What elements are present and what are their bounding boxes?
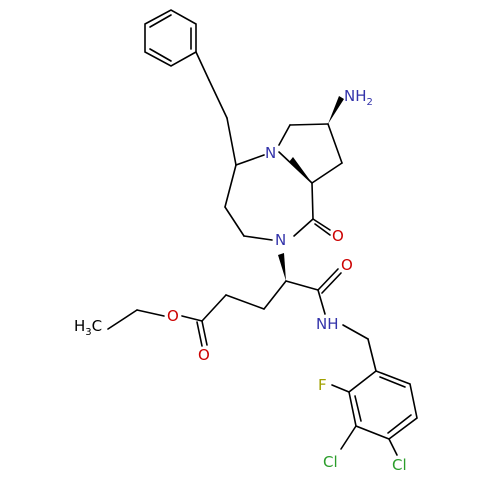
phenethyl-chain <box>195 51 237 166</box>
fluorine-bond <box>331 384 350 393</box>
methyl-label: H3C <box>74 317 102 338</box>
fluorine-label: F <box>318 376 327 394</box>
amide-nh-label: NH <box>316 315 339 333</box>
ester-oxygen-label: O <box>167 307 179 325</box>
ester-side-chain <box>107 280 287 347</box>
pyrrolidine-ring <box>278 123 343 184</box>
chlorine-label-2: Cl <box>392 456 407 474</box>
chlorine-bond-2 <box>388 438 398 456</box>
benzyl-link <box>342 324 377 372</box>
phenyl-ring <box>144 9 197 67</box>
chlorine-bond-1 <box>340 425 357 450</box>
carbonyl-oxygen-label: O <box>198 346 210 364</box>
amine-label: NH2 <box>344 87 373 108</box>
ring-nitrogen-top-label: N <box>265 144 276 162</box>
lactam-oxygen-label: O <box>332 227 344 245</box>
amide-group <box>285 268 342 315</box>
dichlorofluorophenyl-ring <box>348 370 418 440</box>
diazepine-ring <box>224 151 314 241</box>
wedge-bond-amine <box>328 96 344 124</box>
ring-nitrogen-amide-label: N <box>275 231 286 249</box>
amide-oxygen-label: O <box>341 256 353 274</box>
wedge-bond-alpha-carbon <box>278 253 286 281</box>
chlorine-label-1: Cl <box>323 453 338 471</box>
wedge-bond-ring-fusion <box>289 157 312 183</box>
lactam-carbonyl <box>312 218 331 236</box>
